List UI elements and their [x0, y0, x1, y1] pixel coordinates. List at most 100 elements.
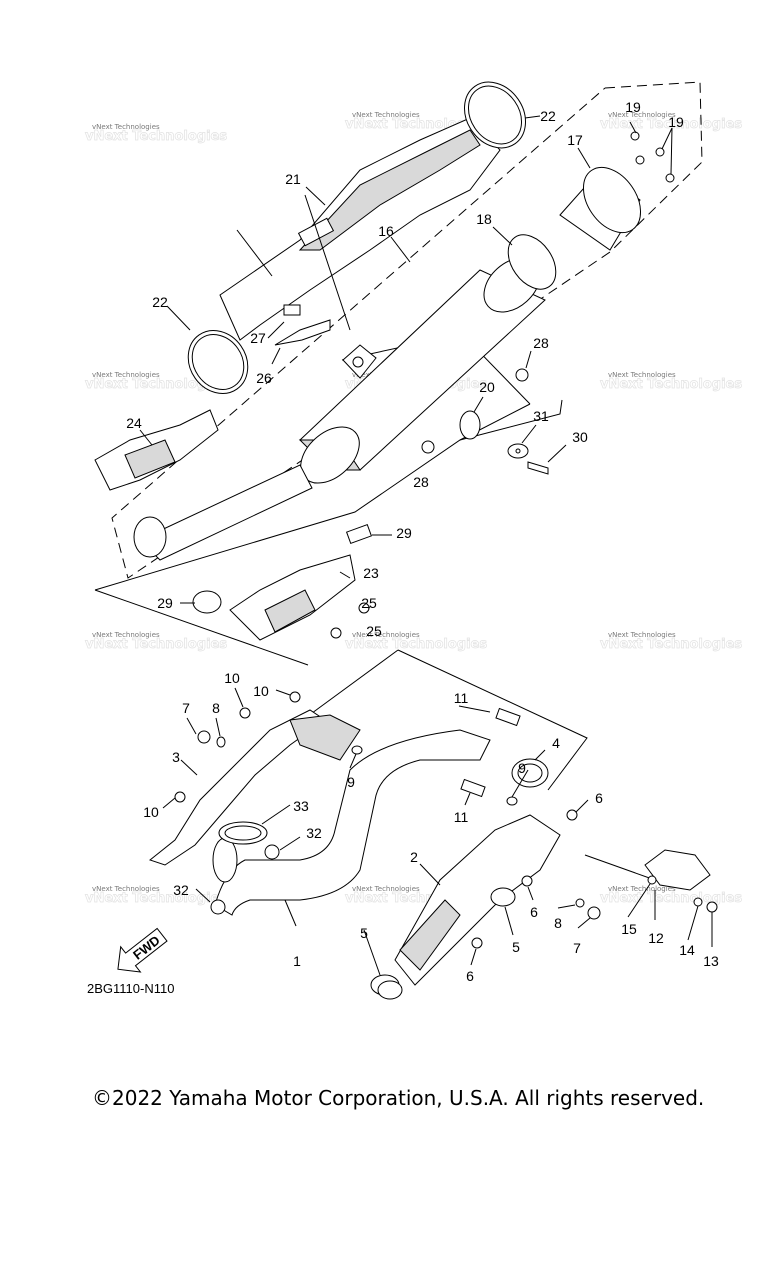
nut [264, 844, 280, 860]
watermark-ghost: vNext Technologies [85, 129, 227, 144]
watermark-ghost: vNext Technologies [600, 117, 742, 132]
leader-line [275, 689, 291, 696]
spring [495, 707, 521, 727]
fwd-arrow-shape [117, 927, 168, 973]
leader-line [525, 350, 532, 369]
mid-pipe-shading [399, 899, 461, 971]
part-number-label: 9 [518, 760, 526, 776]
leader-line [166, 305, 191, 331]
part-number-label: 21 [285, 171, 301, 187]
watermark: vNext Technologies [608, 885, 676, 893]
diagram-code: 2BG1110-N110 [87, 981, 174, 996]
muffler-assembly [94, 81, 675, 641]
bolt [330, 627, 342, 639]
spring [460, 778, 486, 798]
bolt [471, 937, 483, 949]
leader-line [547, 444, 567, 463]
part-number-label: 17 [567, 132, 583, 148]
part-number-label: 11 [454, 690, 469, 706]
leader-lines [139, 115, 713, 976]
leader-line [139, 429, 153, 446]
guard-detail-outline [584, 854, 656, 881]
part-number-label: 12 [648, 930, 664, 946]
bolt [566, 809, 578, 821]
part-number-label: 18 [476, 211, 492, 227]
part-number-label: 25 [366, 623, 382, 639]
leader-line [271, 347, 281, 365]
bolt [655, 147, 665, 157]
washer [693, 897, 703, 907]
part-number-label: 19 [625, 99, 641, 115]
watermark-ghost: vNext Technologies [600, 377, 742, 392]
leader-line [575, 799, 589, 813]
leader-line [339, 571, 351, 579]
leader-line [305, 186, 326, 206]
header-inlet-flange [212, 837, 238, 883]
leader-line [524, 115, 541, 119]
part-number-label: 26 [256, 370, 272, 386]
leader-line [234, 687, 244, 708]
part-number-label: 15 [621, 921, 637, 937]
bolt [521, 875, 533, 887]
part-number-label: 32 [173, 882, 189, 898]
joint-guard-shading [264, 589, 316, 633]
part-number-label: 11 [454, 809, 469, 825]
muffler-band-left-inner [191, 334, 245, 390]
watermark: vNext Technologies [92, 123, 160, 131]
part-number-label: 6 [530, 904, 538, 920]
watermark: vNext Technologies [352, 111, 420, 119]
damper [283, 304, 301, 316]
watermark-ghost: vNext Technologies [600, 637, 742, 652]
leader-line [670, 127, 673, 175]
part-number-label: 29 [396, 525, 412, 541]
leader-line [186, 717, 197, 735]
bolt [289, 691, 301, 703]
muffler-band-top-inner [467, 85, 523, 145]
watermark: vNext Technologies [608, 371, 676, 379]
part-number-label: 31 [533, 408, 549, 424]
part-number-label: 28 [533, 335, 549, 351]
part-number-label: 1 [293, 953, 301, 969]
leader-line [577, 147, 591, 169]
bolt [239, 707, 251, 719]
copyright-notice: ©2022 Yamaha Motor Corporation, U.S.A. A… [92, 1086, 705, 1110]
end-cap-flange [582, 166, 642, 234]
washer [575, 898, 585, 908]
bolt [630, 131, 640, 141]
part-number-label: 23 [363, 565, 379, 581]
part-number-label: 14 [679, 942, 695, 958]
clamp [490, 887, 516, 907]
leader-line [284, 899, 297, 927]
leader-line [162, 797, 176, 809]
washer-hole [515, 448, 521, 454]
part-number-label: 20 [479, 379, 495, 395]
washer [351, 745, 363, 755]
part-number-label: 19 [668, 114, 684, 130]
part-number-label: 9 [347, 774, 355, 790]
leader-line [629, 121, 637, 134]
washer [506, 796, 518, 806]
part-number-label: 13 [703, 953, 719, 969]
header-detail-outline [397, 649, 588, 791]
leader-line [492, 226, 513, 246]
part-number-label: 8 [554, 915, 562, 931]
exhaust-gasket-inner [224, 825, 262, 841]
leader-line [534, 749, 546, 761]
leader-line [279, 836, 301, 851]
watermark: vNext Technologies [92, 631, 160, 639]
muffler-detail-outline [94, 589, 309, 666]
part-number-label: 22 [540, 108, 556, 124]
header-detail-outline [307, 649, 399, 717]
muffler-gasket [507, 234, 557, 290]
fwd-arrow: FWD [117, 927, 168, 973]
leader-line [464, 792, 471, 806]
leader-line [627, 883, 651, 918]
leader-line [261, 804, 291, 825]
watermark: vNext Technologies [608, 631, 676, 639]
bolt [635, 155, 645, 165]
watermark-ghost: vNext Technologies [85, 637, 227, 652]
watermark-ghost: vNext Technologies [85, 891, 227, 906]
bolt [197, 730, 211, 744]
part-number-label: 4 [552, 735, 560, 751]
